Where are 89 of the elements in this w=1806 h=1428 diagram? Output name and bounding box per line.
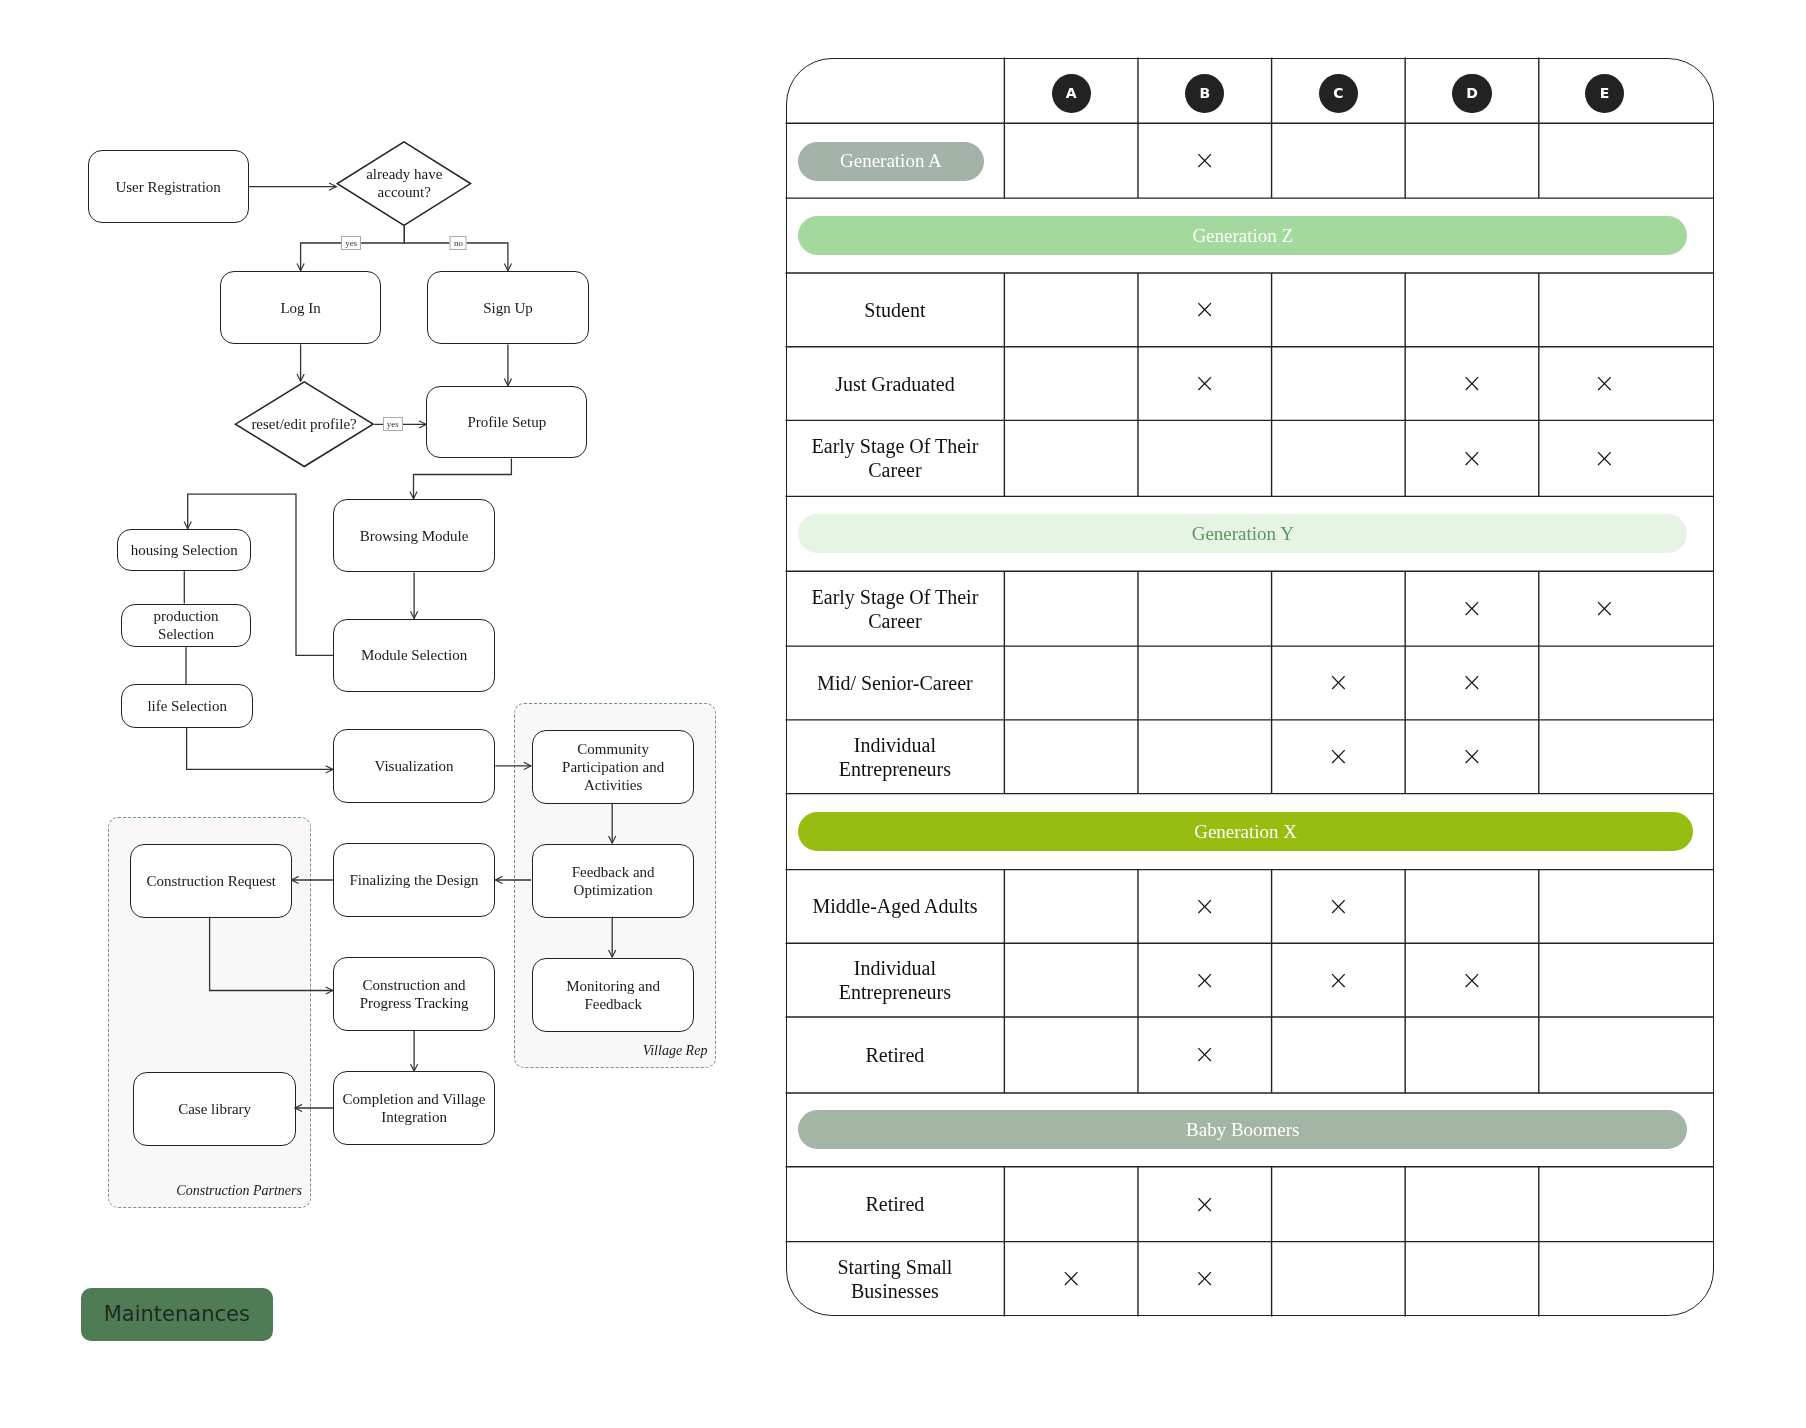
tag-button: Maintenances [80,1287,273,1341]
process-box: Finalizing the Design [332,843,496,917]
process-box: Profile Setup [426,385,588,459]
process-box: User Registration [87,149,249,224]
process-box: Log In [220,270,382,345]
column-badge: A [1051,73,1091,113]
row-label: Just Graduated [834,371,956,397]
process-box: housing Selection [117,528,252,572]
arrow [290,875,334,885]
cross-mark: × [1192,293,1217,327]
process-box: production Selection [120,603,252,648]
arrow [608,916,617,958]
process-box: Module Selection [332,618,496,693]
row-label: Starting Small Businesses [836,1255,954,1305]
arrow [409,457,513,500]
row-label: Middle-Aged Adults [811,894,979,920]
row-label: Retired [864,1043,926,1068]
cross-mark: × [1592,592,1617,626]
column-badge: E [1584,73,1624,113]
process-box: Construction and Progress Tracking [332,957,496,1031]
process-box: Completion and Village Integration [332,1071,496,1145]
cross-mark: × [1460,740,1484,774]
edge-label: yes [341,236,362,250]
cross-mark: × [1460,963,1484,997]
process-box: Sign Up [427,270,589,345]
cross-mark: × [1460,592,1484,626]
cross-mark: × [1460,366,1484,400]
process-box: Community Participation and Activities [531,730,695,804]
cross-mark: × [1192,889,1217,923]
column-badge: B [1185,73,1225,113]
arrow [403,225,513,272]
arrow [409,1030,419,1072]
cross-mark: × [1460,441,1484,475]
arrow [294,1103,334,1113]
connector-line [183,570,185,605]
arrow [409,571,419,620]
cross-mark: × [1326,963,1351,997]
column-badge: C [1318,73,1358,113]
row-label: Early Stage Of Their Career [810,434,980,484]
cross-mark: × [1192,366,1217,400]
process-box: life Selection [120,684,254,728]
group-label: Village Rep [642,1042,708,1059]
row-label: Student [863,297,927,323]
cross-mark: × [1192,963,1217,997]
group-panel [108,816,311,1209]
arrow [208,916,334,995]
edge-label: no [449,236,467,250]
connector-line [185,646,187,685]
cross-mark: × [1059,1262,1084,1296]
arrow [248,182,337,191]
arrow [494,875,532,885]
process-box: Monitoring and Feedback [531,958,695,1032]
cross-mark: × [1326,666,1351,700]
cross-mark: × [1326,740,1351,774]
cross-mark: × [1192,144,1217,178]
arrow [608,802,617,844]
group-panel [513,702,717,1068]
group-label: Construction Partners [176,1183,302,1200]
arrow [296,343,305,382]
row-label: Individual Entrepreneurs [837,732,952,783]
process-box: Visualization [332,729,496,803]
process-box: Construction Request [130,844,293,918]
arrow [494,761,532,771]
arrow [183,493,334,657]
process-box: Feedback and Optimization [531,844,695,918]
cross-mark: × [1592,366,1617,400]
row-label: Mid/ Senior-Career [816,671,974,696]
process-box: Case library [133,1072,296,1146]
generation-band: Baby Boomers [798,1110,1688,1150]
arrow [503,343,513,387]
generation-band: Generation A [798,141,984,181]
cross-mark: × [1192,1187,1217,1221]
row-label: Individual Entrepreneurs [837,956,952,1006]
generation-band: Generation X [798,812,1694,852]
decision-diamond: reset/edit profile? [233,381,375,468]
row-label: Early Stage Of Their Career [810,584,980,634]
cross-mark: × [1326,889,1351,923]
generation-band: Generation Y [798,514,1688,554]
row-label: Retired [864,1192,926,1218]
edge-label: yes [382,416,403,431]
column-badge: D [1452,73,1492,113]
generation-band: Generation Z [798,215,1688,256]
cross-mark: × [1192,1038,1217,1072]
cross-mark: × [1460,666,1484,700]
process-box: Browsing Module [332,498,496,573]
arrow [185,727,334,774]
cross-mark: × [1592,441,1617,475]
cross-mark: × [1192,1262,1217,1296]
decision-diamond: already have account? [336,140,473,226]
